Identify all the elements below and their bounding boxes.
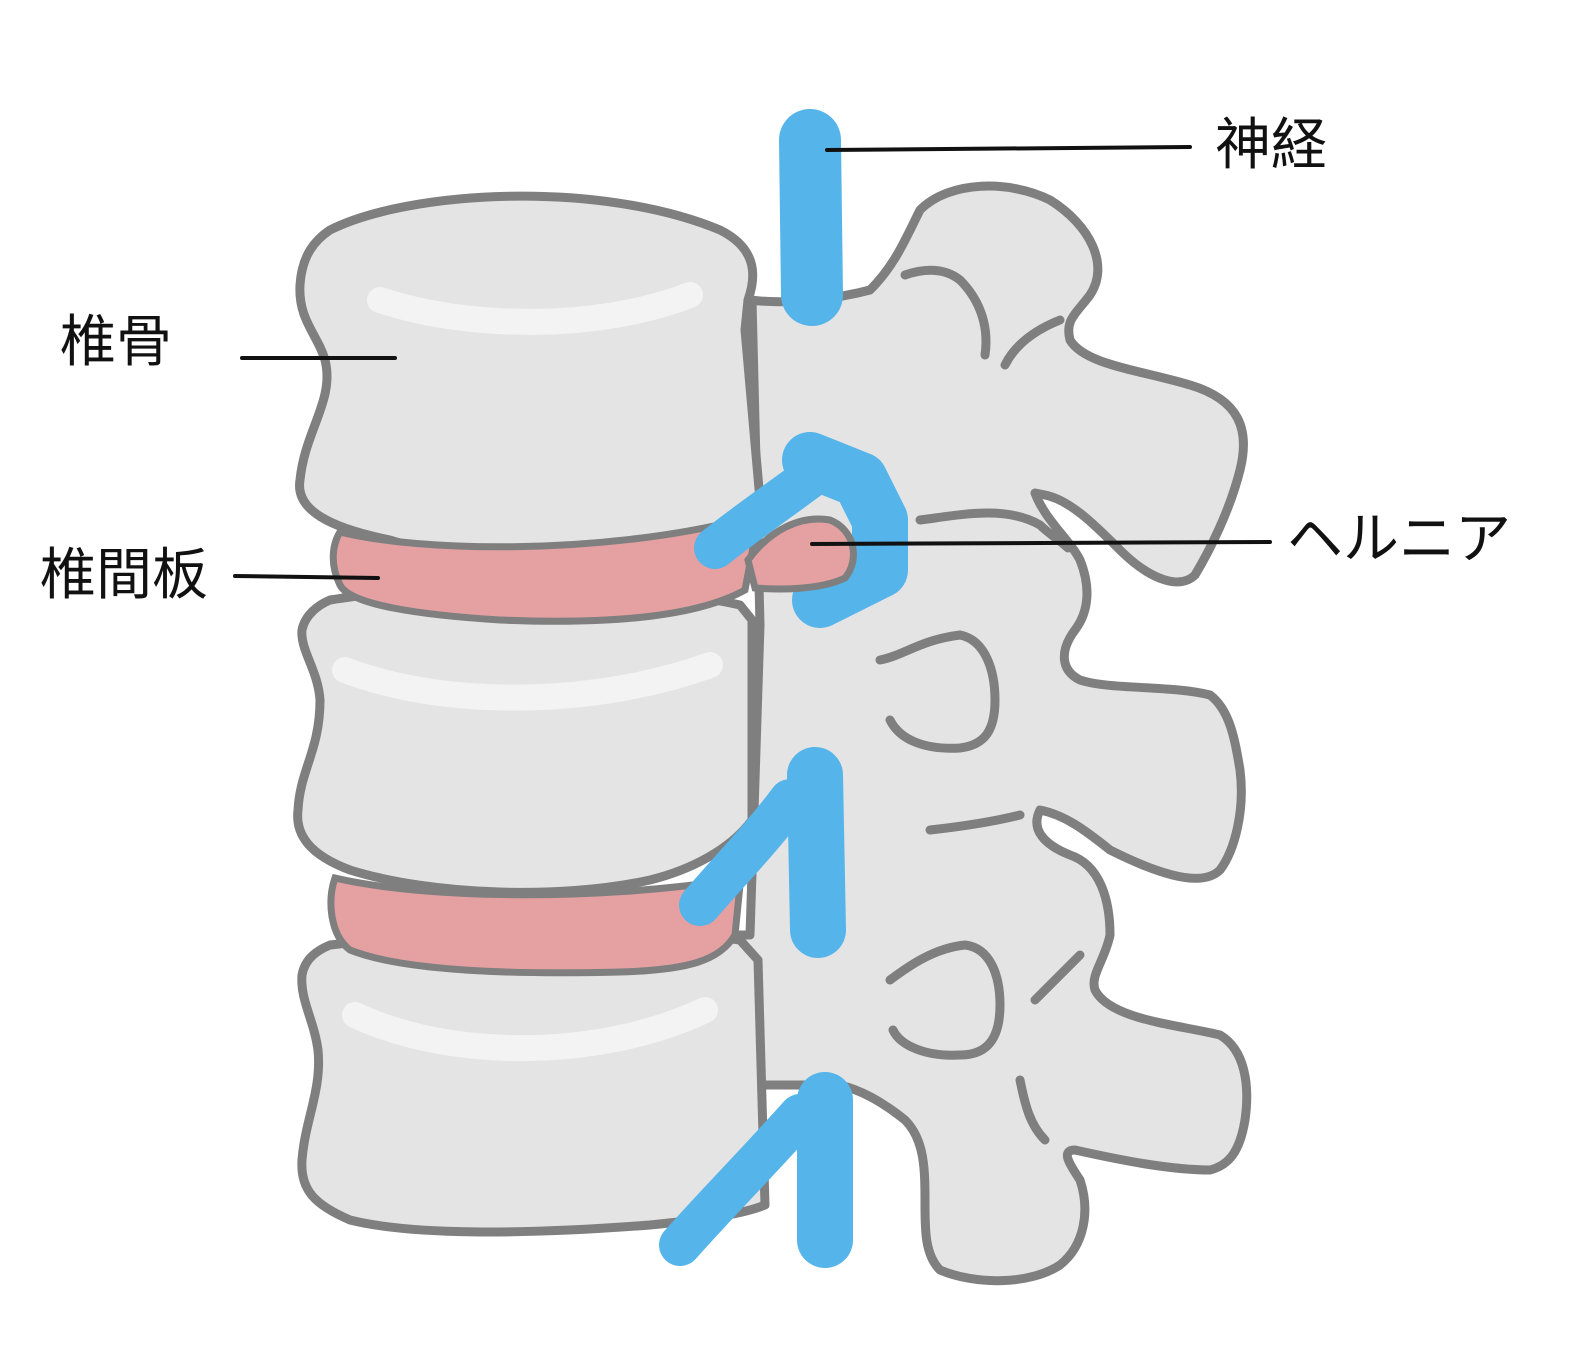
nerve-mid-trunk [787, 747, 846, 958]
nerve-mid-branch [679, 779, 811, 926]
leader-nerve [825, 145, 1192, 152]
discs [327, 503, 765, 977]
vertebra-body-3 [297, 927, 770, 1237]
hernia-protrusion [744, 515, 857, 593]
nerve-upper-root [782, 432, 908, 628]
leader-disc [233, 574, 380, 580]
highlight-1 [367, 282, 703, 335]
label-disc: 椎間板 [40, 543, 208, 608]
highlight-3 [342, 997, 718, 1062]
nerve-top-trunk [779, 109, 843, 326]
vertebral-bodies [293, 191, 770, 1237]
vertebra-body-1 [295, 191, 765, 561]
leader-hernia [810, 540, 1272, 546]
highlight-2 [332, 652, 723, 711]
label-vertebra: 椎骨 [60, 310, 172, 375]
vertebra-body-2 [293, 583, 757, 897]
leader-lines [233, 145, 1272, 580]
disc-upper [329, 503, 765, 625]
nerve-bottom-branch [659, 1094, 821, 1266]
label-nerve: 神経 [1215, 113, 1327, 178]
nerve-upper-branch [694, 449, 841, 569]
nerve [659, 109, 908, 1268]
disc-lower [327, 873, 744, 977]
label-hernia: ヘルニア [1287, 507, 1511, 572]
